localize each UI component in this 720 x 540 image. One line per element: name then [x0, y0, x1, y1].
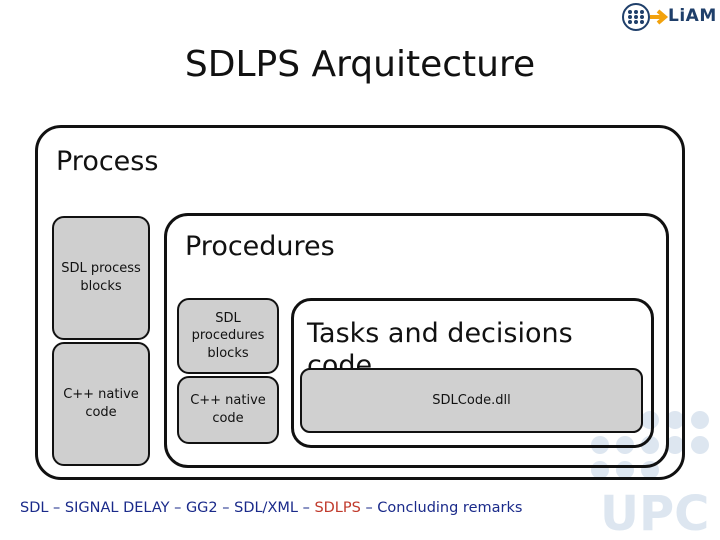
- slide-title: SDLPS Arquitecture: [184, 44, 536, 85]
- footer-current-section: SDLPS: [314, 500, 361, 516]
- footer-text-before: SDL – SIGNAL DELAY – GG2 – SDL/XML –: [20, 500, 315, 516]
- sdlcode-dll-label: SDLCode.dll: [432, 393, 511, 408]
- process-cpp-code-box: C++ native code: [52, 342, 150, 466]
- tasks-label: Tasks and decisions code: [307, 318, 573, 381]
- procedures-container: [164, 213, 669, 468]
- tasks-container: [291, 298, 654, 448]
- upc-watermark: UPC: [591, 411, 709, 540]
- sdl-process-blocks-label: SDL process blocks: [61, 261, 141, 294]
- sdl-procedures-blocks-box: SDL procedures blocks: [177, 298, 279, 374]
- process-label: Process: [56, 146, 159, 177]
- procedures-cpp-code-label: C++ native code: [190, 393, 266, 426]
- process-cpp-code-label: C++ native code: [63, 387, 139, 420]
- process-container: [35, 125, 685, 480]
- footer-nav: SDL – SIGNAL DELAY – GG2 – SDL/XML – SDL…: [20, 500, 522, 516]
- procedures-label: Procedures: [185, 231, 335, 262]
- sdlcode-dll-box: SDLCode.dll: [300, 368, 643, 433]
- svg-text:UPC: UPC: [600, 486, 709, 540]
- footer-text-after: – Concluding remarks: [360, 500, 523, 516]
- procedures-cpp-code-box: C++ native code: [177, 376, 279, 444]
- liam-logo: [622, 3, 669, 31]
- logo-text: LiAM: [668, 6, 717, 26]
- sdl-process-blocks-box: SDL process blocks: [52, 216, 150, 340]
- sdl-procedures-blocks-label: SDL procedures blocks: [191, 310, 265, 361]
